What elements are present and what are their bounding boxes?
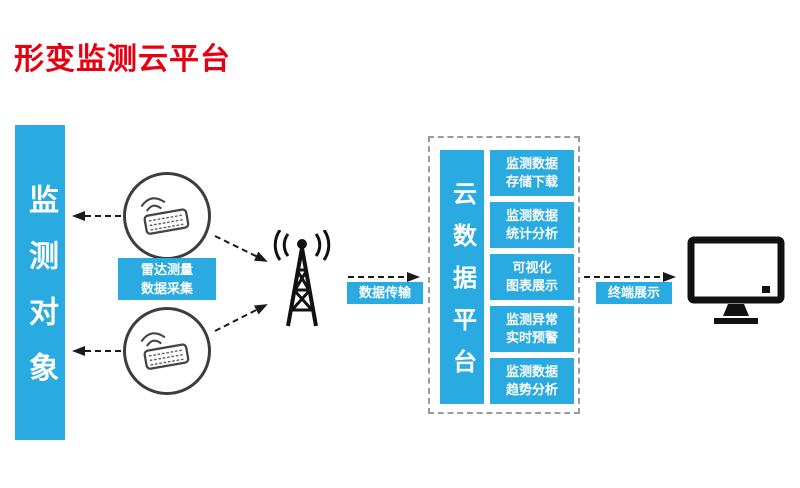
radar-sensor-top: [123, 172, 211, 260]
cloud-platform-box: 云数据平台 监测数据 存储下载 监测数据 统计分析 可视化 图表展示 监测异常 …: [428, 136, 580, 414]
arrow-sensor1-to-antenna: [214, 235, 268, 262]
data-transmission-label: 数据传输: [347, 282, 423, 304]
monitoring-object-bar: 监测对象: [15, 125, 65, 440]
radar-sensor-icon: [140, 197, 190, 235]
cloud-function-item-statistics: 监测数据 统计分析: [490, 202, 574, 248]
radar-collection-label: 雷达测量 数据采集: [118, 258, 216, 300]
cloud-platform-bar: 云数据平台: [440, 150, 484, 404]
cloud-function-item-storage: 监测数据 存储下载: [490, 150, 574, 196]
antenna-icon: [273, 230, 331, 327]
monitor-icon: [687, 236, 785, 324]
radar-collection-label-line1: 雷达测量: [140, 261, 193, 277]
terminal-display-label: 终端展示: [596, 282, 672, 304]
cloud-function-item-alert: 监测异常 实时预警: [490, 306, 574, 352]
monitoring-object-label: 监测对象: [24, 183, 57, 408]
cloud-function-item-visualization: 可视化 图表展示: [490, 254, 574, 300]
cloud-function-list: 监测数据 存储下载 监测数据 统计分析 可视化 图表展示 监测异常 实时预警 监…: [490, 150, 574, 404]
radar-sensor-bottom: [123, 307, 211, 395]
cloud-function-item-trend: 监测数据 趋势分析: [490, 358, 574, 404]
page-title: 形变监测云平台: [14, 43, 231, 76]
radar-collection-label-line2: 数据采集: [140, 281, 193, 296]
cloud-platform-label: 云数据平台: [448, 181, 476, 391]
radar-sensor-icon: [140, 332, 190, 370]
arrow-sensor2-to-antenna: [214, 304, 268, 332]
